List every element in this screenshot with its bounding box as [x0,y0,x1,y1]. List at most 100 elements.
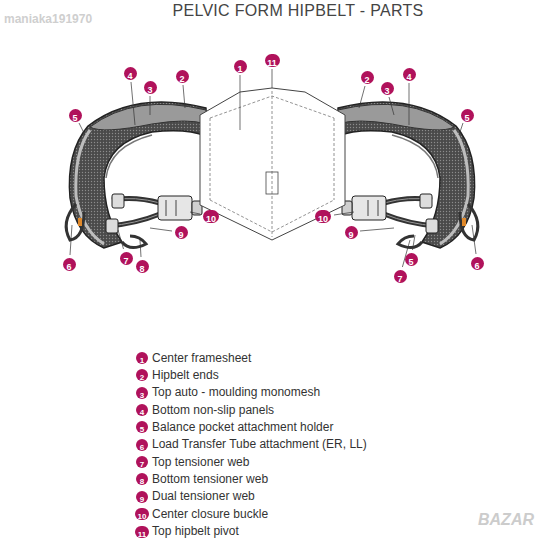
center-framesheet [200,88,345,240]
load-transfer-loop [66,204,84,240]
belt-end [76,130,104,244]
callout-number: 5 [461,109,474,122]
seam [272,91,273,237]
ladder-lock [112,194,124,208]
number-text: 6 [140,442,144,454]
legend-number: 5 [136,421,148,433]
buckle [158,196,192,220]
legend-number: 4 [136,404,148,416]
leader-line [140,240,141,257]
ladder-lock [106,219,118,233]
number-text: 2 [140,372,144,384]
leader-line [79,123,85,135]
part-name: Center framesheet [152,351,251,366]
number-text: 8 [140,476,144,488]
leader-line [150,228,172,231]
callout-number: 3 [381,82,394,95]
number-text: 4 [140,407,144,419]
number-text: 3 [140,390,144,402]
leader-line [190,212,200,214]
number-text: 10 [138,511,147,523]
number-text: 7 [123,255,128,268]
framesheet-seams [210,91,334,237]
belt-padding [69,102,206,248]
number-text: 2 [179,73,184,86]
part-name: Center closure buckle [152,507,268,522]
callout-number: 5 [69,109,82,122]
part-name: Bottom tensioner web [152,472,268,487]
leader-line [359,86,365,108]
part-name: Dual tensioner web [152,489,255,504]
legend-number: 1 [136,352,148,364]
leader-lines [70,69,476,267]
callout-number: 10 [203,210,219,223]
leader-line [472,225,476,254]
callout-number: 11 [265,54,280,67]
leader-line [70,225,72,255]
leader-line [118,230,124,249]
legend-number: 7 [136,456,148,468]
callout-number: 5 [405,253,418,266]
leader-line [240,75,241,130]
part-name: Hipbelt ends [152,368,219,383]
leader-line [272,69,273,88]
number-text: 5 [408,256,413,269]
callout-number: 2 [176,70,189,83]
watermark: BAZAR [478,512,534,527]
legend-number: 11 [135,526,149,538]
number-text: 7 [397,273,402,286]
number-text: 1 [140,355,144,367]
callout-number: 6 [63,258,76,271]
legend-number: 10 [135,508,149,520]
part-name: Top hipbelt pivot [152,524,239,539]
number-text: 9 [140,494,144,506]
accent [78,218,82,226]
callout-number: 8 [136,260,149,273]
callout-number: 7 [120,252,133,265]
leader-line [183,85,185,108]
part-name: Top tensioner web [152,455,249,470]
hipbelt-wing [338,102,478,248]
dual-web-loop [122,236,146,248]
legend-number: 6 [136,439,148,451]
number-text: 5 [72,112,77,125]
seam [210,96,334,118]
callout-number: 7 [394,270,407,283]
buckle-detail [166,200,167,216]
number-text: 11 [138,529,146,541]
legend-number: 9 [136,491,148,503]
number-text: 4 [127,70,132,83]
callout-number: 4 [124,67,137,80]
leader-line [389,97,394,115]
title: PELVIC FORM HIPBELT - PARTS [172,2,423,20]
leader-line [334,212,354,215]
callout-number: 1 [234,60,247,73]
part-name: Bottom non-slip panels [152,403,274,418]
leader-line [459,123,463,135]
callout-number: 10 [315,210,331,223]
part-name: Top auto - moulding monomesh [152,385,320,400]
number-text: 3 [147,84,152,97]
seam [334,118,335,200]
number-text: 10 [318,213,328,226]
callout-number: 2 [361,71,374,84]
watermark: maniaka191970 [4,12,92,27]
number-text: 5 [464,112,469,125]
callout-number: 4 [403,68,416,81]
legend-number: 2 [136,369,148,381]
top-monomesh [90,104,206,130]
number-text: 2 [364,74,369,87]
pivot-slot [266,172,278,194]
leader-line [413,235,416,250]
number-text: 10 [206,213,216,226]
part-name: Load Transfer Tube attachment (ER, LL) [152,437,367,452]
callout-number: 9 [345,226,358,239]
callout-number: 3 [144,81,157,94]
legend-number: 3 [136,387,148,399]
number-text: 8 [139,263,144,276]
leader-line [409,83,410,125]
framesheet-outline [200,88,345,240]
seam [210,200,334,232]
